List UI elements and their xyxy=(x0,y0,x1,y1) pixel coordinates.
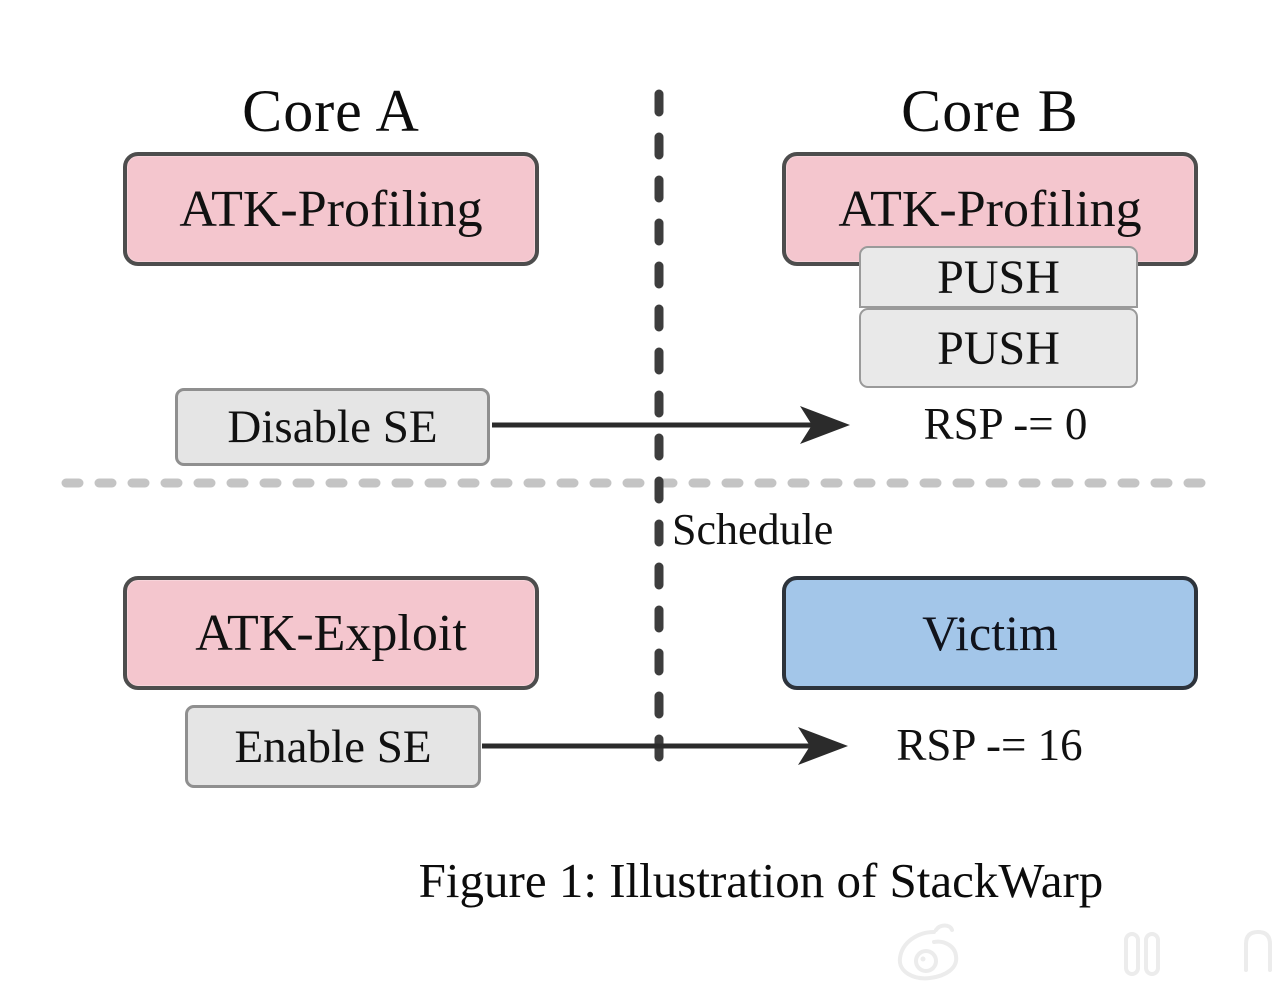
core-a-atk-profiling-box: ATK-Profiling xyxy=(123,152,539,266)
arrow-disable-se xyxy=(492,406,850,444)
victim-label: Victim xyxy=(922,605,1058,661)
disable-se-box: Disable SE xyxy=(175,388,490,466)
push-box-2: PUSH xyxy=(859,308,1138,388)
push-box-1: PUSH xyxy=(859,246,1138,308)
atk-exploit-box: ATK-Exploit xyxy=(123,576,539,690)
core-b-title: Core B xyxy=(901,78,1079,144)
core-b-atk-profiling-label: ATK-Profiling xyxy=(838,180,1142,238)
disable-se-label: Disable SE xyxy=(227,401,438,453)
rsp-after-enable-label: RSP -= 16 xyxy=(896,720,1083,770)
enable-se-label: Enable SE xyxy=(234,720,432,773)
arrow-enable-se xyxy=(482,727,848,765)
core-a-title: Core A xyxy=(242,78,420,144)
victim-box: Victim xyxy=(782,576,1198,690)
weibo-watermark-icon xyxy=(897,923,1272,981)
enable-se-box: Enable SE xyxy=(185,705,481,788)
schedule-label: Schedule xyxy=(672,505,834,554)
push-label-1: PUSH xyxy=(937,250,1060,304)
atk-exploit-label: ATK-Exploit xyxy=(195,604,467,662)
push-label-2: PUSH xyxy=(937,321,1060,375)
core-a-atk-profiling-label: ATK-Profiling xyxy=(179,180,483,238)
figure-caption: Figure 1: Illustration of StackWarp xyxy=(418,853,1104,908)
rsp-after-disable-label: RSP -= 0 xyxy=(923,399,1088,449)
